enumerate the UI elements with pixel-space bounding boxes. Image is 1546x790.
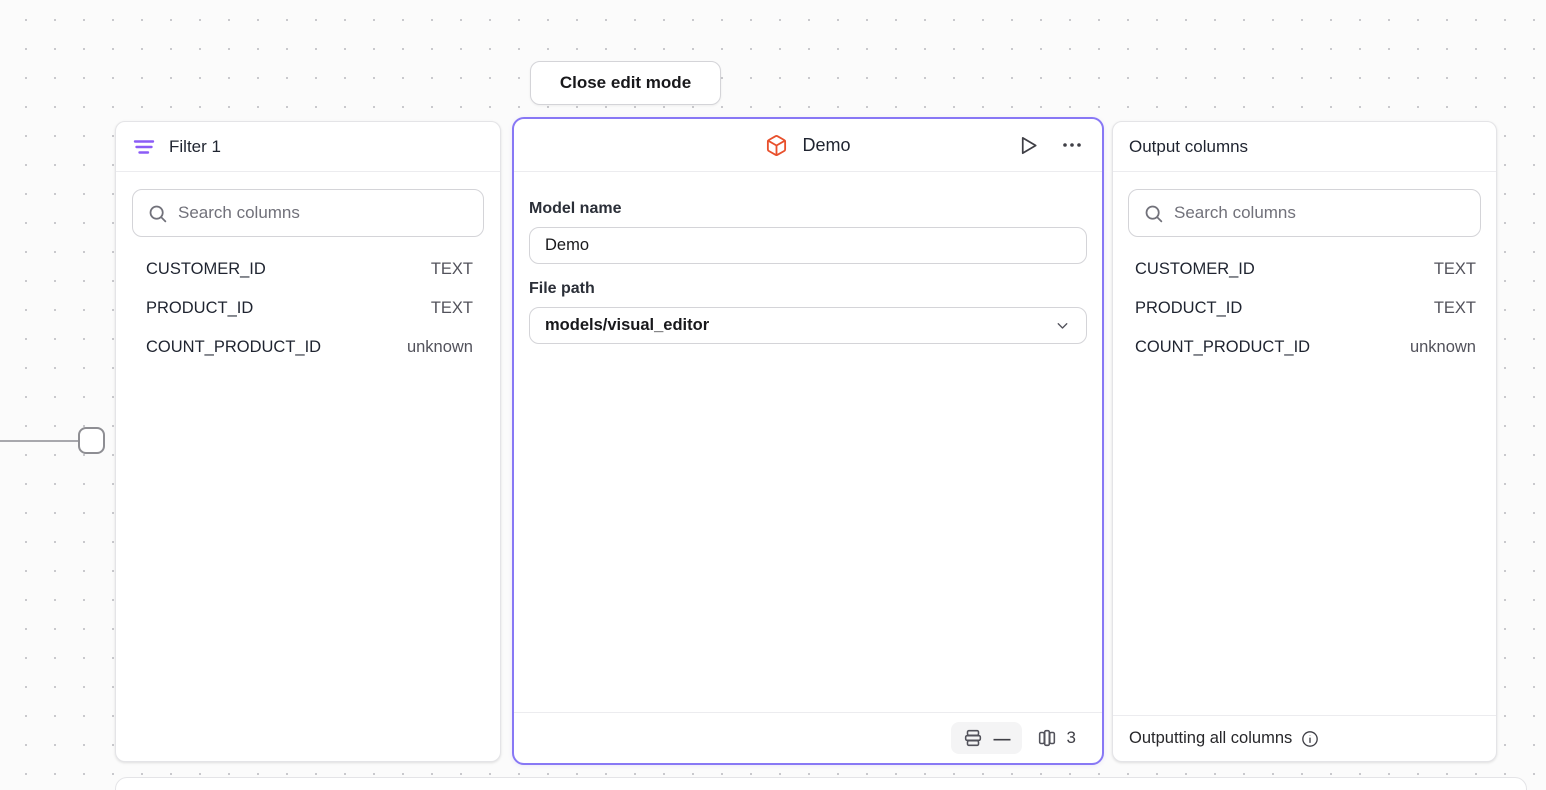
column-name: CUSTOMER_ID: [1135, 260, 1255, 278]
column-type: TEXT: [1433, 260, 1476, 278]
model-node-header: Demo: [514, 119, 1102, 172]
filter-icon: [132, 135, 156, 159]
table-columns-icon: [1038, 729, 1055, 747]
output-search-box: [1128, 189, 1481, 237]
play-icon: [1021, 136, 1037, 154]
output-columns-title: Output columns: [1129, 136, 1249, 156]
column-row[interactable]: COUNT_PRODUCT_ID unknown: [146, 328, 473, 367]
connection-handle[interactable]: [78, 427, 105, 454]
column-type: unknown: [1409, 338, 1476, 356]
file-path-select[interactable]: models/visual_editor: [529, 307, 1087, 344]
column-count-stat[interactable]: 3: [1036, 727, 1076, 749]
partial-node-panel[interactable]: [115, 777, 1527, 790]
model-node-panel[interactable]: Demo Model name File path models/visual_…: [512, 117, 1104, 765]
column-type: TEXT: [1433, 299, 1476, 317]
filter-node-panel[interactable]: Filter 1 CUSTOMER_ID TEXT PRODUCT_ID TEX…: [115, 121, 501, 762]
search-icon: [1145, 205, 1163, 222]
column-type: unknown: [406, 338, 473, 356]
row-count-stat[interactable]: —: [950, 722, 1022, 754]
column-row[interactable]: CUSTOMER_ID TEXT: [146, 250, 473, 289]
output-footer-text: Outputting all columns: [1129, 729, 1293, 747]
column-name: COUNT_PRODUCT_ID: [1135, 338, 1311, 356]
column-row[interactable]: PRODUCT_ID TEXT: [1135, 289, 1476, 328]
column-row[interactable]: COUNT_PRODUCT_ID unknown: [1135, 328, 1476, 367]
table-rows-icon: [964, 729, 981, 747]
column-type: TEXT: [430, 260, 473, 278]
column-count-value: 3: [1066, 728, 1076, 747]
column-name: COUNT_PRODUCT_ID: [146, 338, 322, 356]
output-column-list: CUSTOMER_ID TEXT PRODUCT_ID TEXT COUNT_P…: [1113, 250, 1496, 367]
model-cube-icon: [765, 134, 788, 157]
column-row[interactable]: CUSTOMER_ID TEXT: [1135, 250, 1476, 289]
more-options-button[interactable]: [1056, 129, 1088, 161]
column-type: TEXT: [430, 299, 473, 317]
search-icon: [149, 205, 167, 222]
close-edit-mode-button[interactable]: Close edit mode: [530, 61, 721, 105]
chevron-down-icon: [1057, 323, 1068, 329]
model-node-footer: — 3: [514, 712, 1102, 763]
output-columns-panel[interactable]: Output columns CUSTOMER_ID TEXT PRODUCT_…: [1112, 121, 1497, 762]
run-model-button[interactable]: [1013, 130, 1044, 161]
output-columns-footer: Outputting all columns: [1113, 715, 1496, 761]
column-row[interactable]: PRODUCT_ID TEXT: [146, 289, 473, 328]
filter-column-list: CUSTOMER_ID TEXT PRODUCT_ID TEXT COUNT_P…: [116, 250, 500, 367]
info-icon[interactable]: [1300, 729, 1320, 749]
column-name: PRODUCT_ID: [1135, 299, 1243, 317]
file-path-value: models/visual_editor: [545, 316, 710, 334]
file-path-label: File path: [529, 280, 595, 297]
model-node-title: Demo: [802, 134, 851, 155]
column-name: CUSTOMER_ID: [146, 260, 266, 278]
column-name: PRODUCT_ID: [146, 299, 254, 317]
model-name-label: Model name: [529, 200, 622, 217]
row-count-value: —: [993, 728, 1011, 748]
output-columns-header: Output columns: [1113, 122, 1496, 172]
model-node-body: Model name File path models/visual_edito…: [514, 172, 1102, 712]
output-search-input[interactable]: [1174, 203, 1466, 223]
filter-search-box: [132, 189, 484, 237]
ellipsis-icon: [1063, 143, 1081, 147]
filter-node-header: Filter 1: [116, 122, 500, 172]
filter-search-input[interactable]: [178, 203, 469, 223]
model-name-input[interactable]: [529, 227, 1087, 264]
connection-edge[interactable]: [0, 440, 79, 442]
filter-node-title: Filter 1: [169, 136, 221, 156]
